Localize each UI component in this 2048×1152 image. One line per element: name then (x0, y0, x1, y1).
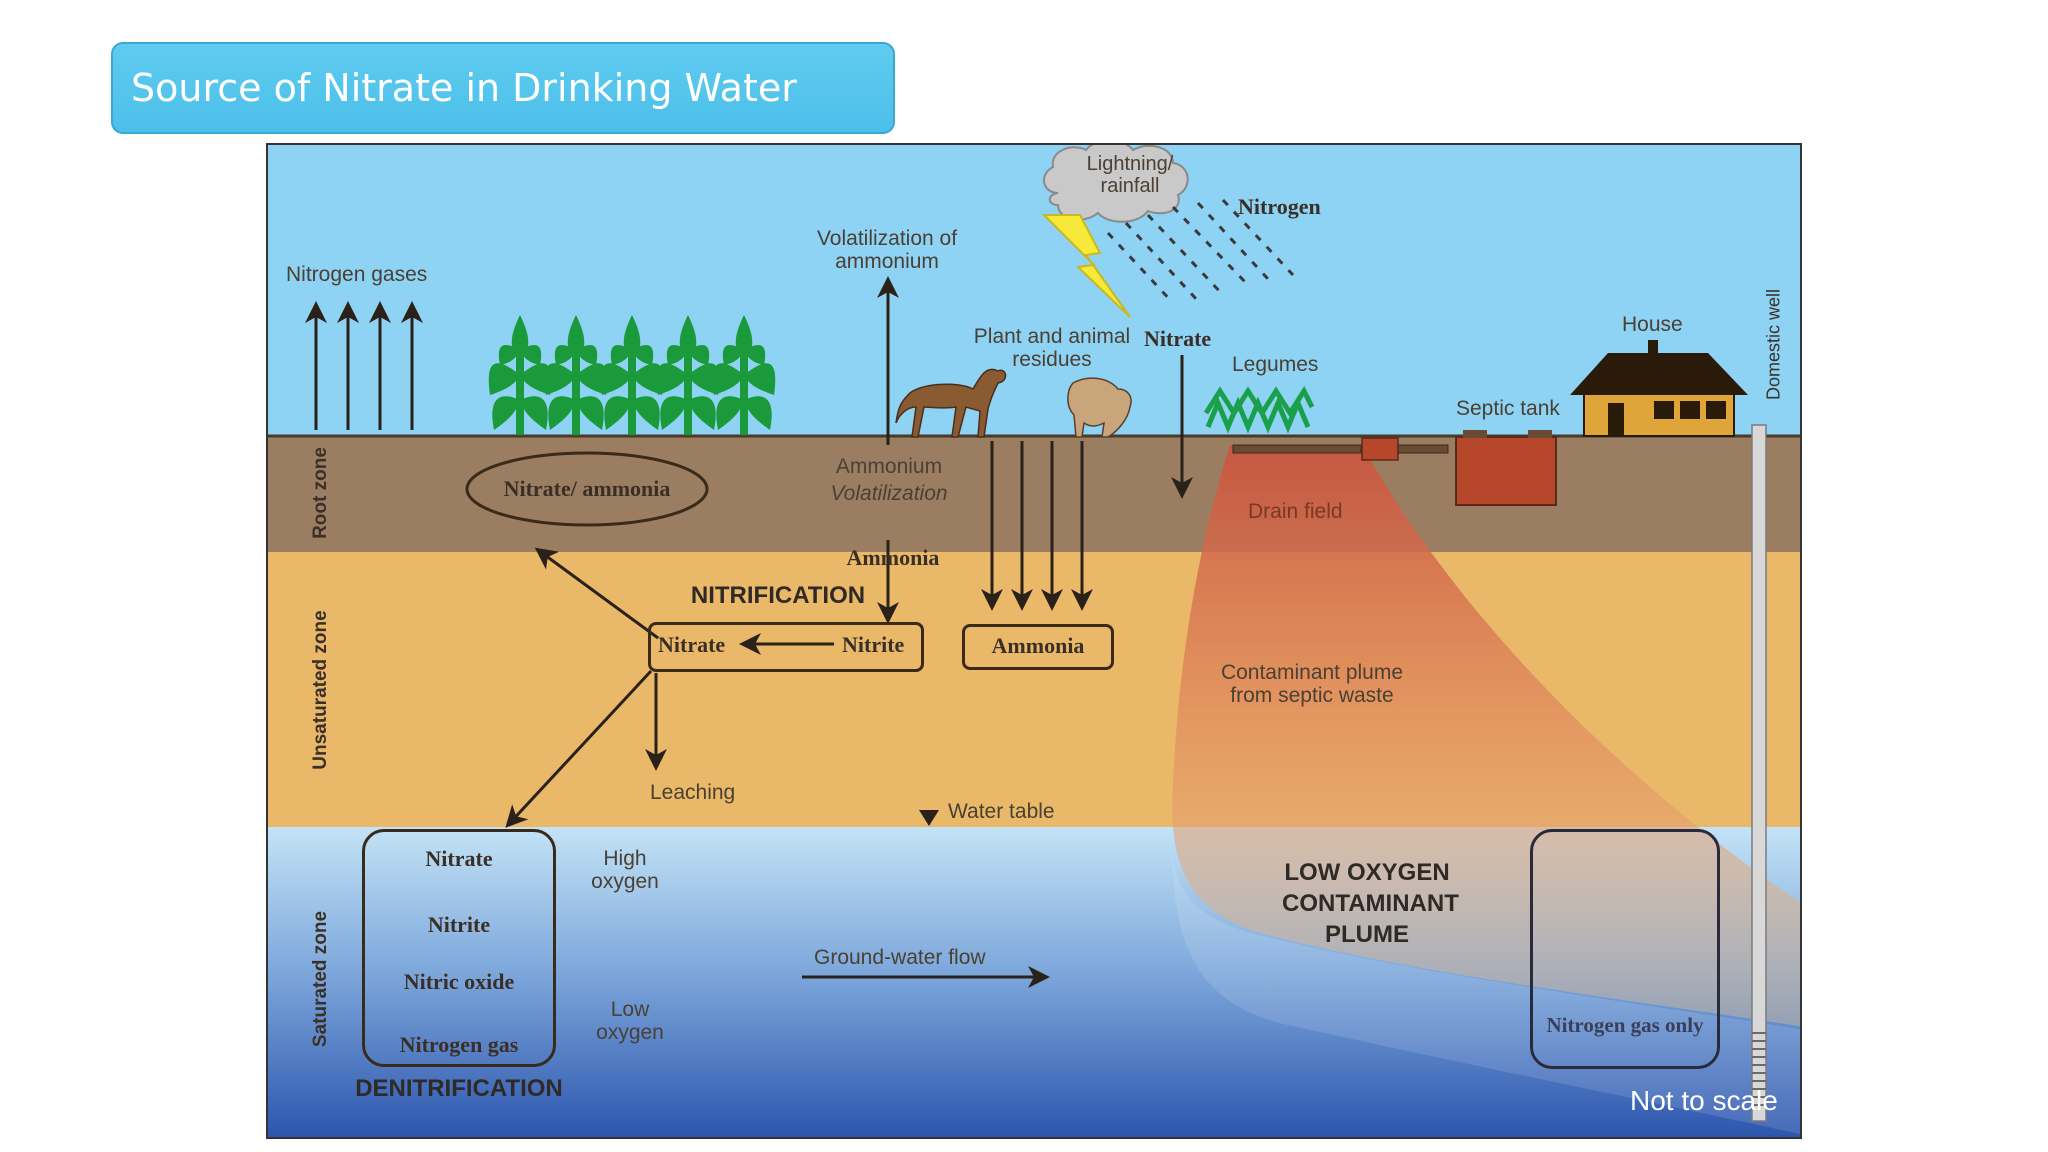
domestic-well-label: Domestic well (1763, 288, 1784, 401)
nitrogen-gas-only-box (1530, 829, 1720, 1069)
volatilization-ammonium-label: Volatilization of ammonium (816, 227, 958, 274)
nitrogen-gases-label: Nitrogen gases (286, 263, 428, 286)
ammonia-label: Ammonia (846, 545, 940, 570)
ammonia-box-label: Ammonia (991, 633, 1085, 658)
drain-field-label: Drain field (1248, 500, 1343, 523)
nitrogen-gases-arrows (305, 301, 423, 430)
denitrification-label: DENITRIFICATION (355, 1075, 563, 1102)
sky-layer (268, 145, 1800, 436)
slide-title: Source of Nitrate in Drinking Water (131, 66, 797, 110)
nitrification-box (648, 622, 924, 672)
nitrate-source-diagram: Root zone Unsaturated zone Saturated zon… (266, 143, 1802, 1139)
well-screen (1752, 1032, 1766, 1106)
house-icon (1570, 340, 1748, 437)
nitrate-rain-label: Nitrate (1144, 326, 1212, 351)
nitrification-label: NITRIFICATION (690, 582, 866, 609)
legumes-icon (1203, 385, 1315, 434)
crops-icon (488, 315, 776, 435)
denitrification-nitrate-label: Nitrate (425, 846, 493, 871)
rain-icon (1106, 198, 1295, 305)
volatilization-label: Volatilization (830, 482, 948, 505)
denitrification-box (362, 829, 556, 1067)
plant-animal-residues-label: Plant and animal residues (973, 325, 1131, 372)
nitrate-ammonia-label: Nitrate/ ammonia (503, 476, 671, 501)
slide-title-banner: Source of Nitrate in Drinking Water (111, 42, 895, 134)
low-oxygen-plume-label: LOW OXYGEN CONTAMINANT PLUME (1282, 859, 1459, 949)
nitrification-nitrite-label: Nitrite (842, 632, 905, 657)
unsaturated-zone-label: Unsaturated zone (310, 610, 331, 770)
septic-tank-label: Septic tank (1456, 397, 1560, 420)
leaching-label: Leaching (650, 781, 736, 804)
water-table-label: Water table (948, 800, 1055, 823)
lightning-rainfall-label: Lightning/ rainfall (1086, 153, 1174, 197)
not-to-scale-label: Not to scale (1630, 1085, 1778, 1116)
nitrogen-gas-only-label: Nitrogen gas only (1546, 1013, 1704, 1037)
domestic-well-pipe (1751, 424, 1767, 1122)
water-table-icon (919, 810, 939, 826)
denitrification-nitrite-label: Nitrite (427, 912, 491, 937)
denitrification-nitric-oxide-label: Nitric oxide (403, 969, 515, 994)
nitrogen-label: Nitrogen (1238, 194, 1321, 219)
septic-tank-icon (1455, 436, 1557, 506)
denitrification-nitrogen-gas-label: Nitrogen gas (399, 1032, 519, 1057)
lightning-icon (1041, 214, 1131, 318)
nitrification-nitrate-label: Nitrate (658, 632, 726, 657)
ground-water-flow-label: Ground-water flow (814, 946, 986, 969)
ammonia-box (962, 624, 1114, 670)
legumes-label: Legumes (1232, 353, 1319, 376)
residue-arrows (981, 441, 1093, 611)
horse-icon (895, 368, 1007, 438)
root-zone-label: Root zone (310, 447, 331, 539)
ammonium-label: Ammonium (835, 455, 943, 478)
low-oxygen-label: Low oxygen (596, 998, 664, 1045)
contaminant-plume-label: Contaminant plume from septic waste (1220, 661, 1404, 708)
high-oxygen-label: High oxygen (591, 847, 659, 894)
house-label: House (1622, 313, 1683, 336)
saturated-zone-label: Saturated zone (310, 910, 331, 1048)
diagram-artwork (268, 145, 1800, 1137)
cow-icon (1067, 377, 1132, 438)
contaminant-plume (1172, 445, 1800, 1027)
nitrate-ammonia-oval (465, 451, 709, 527)
